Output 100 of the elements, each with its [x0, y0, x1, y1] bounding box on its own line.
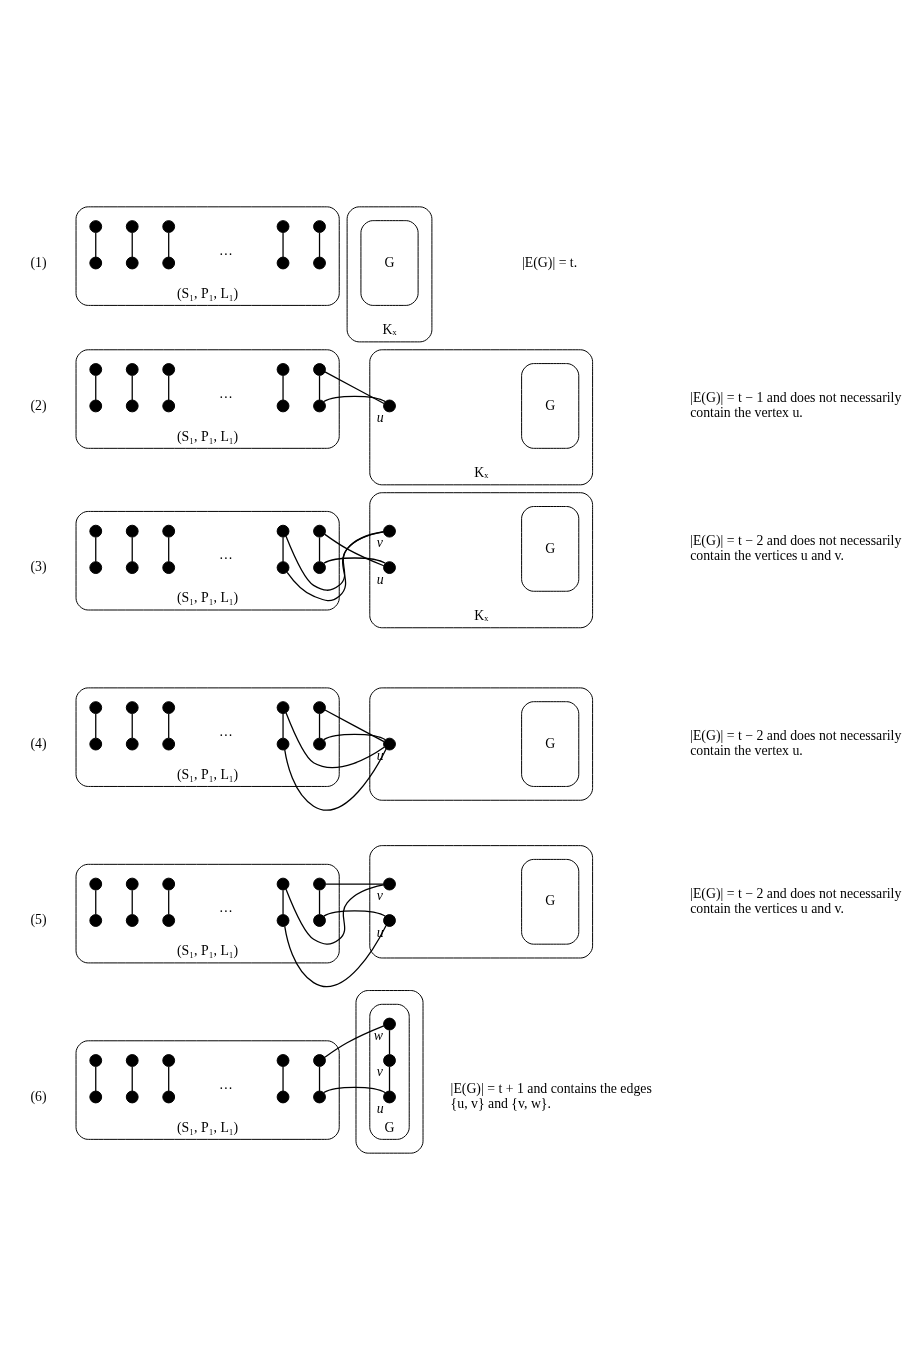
connector — [318, 536, 321, 562]
node-circle — [383, 1090, 396, 1103]
node-circle — [125, 524, 139, 538]
node-circle — [162, 913, 176, 927]
label: … — [218, 899, 233, 915]
connector — [323, 1086, 387, 1093]
node-circle — [276, 219, 290, 233]
connector — [168, 1065, 170, 1092]
node-label: (S₁, P₁, L₁) — [177, 428, 239, 444]
connector — [323, 909, 387, 917]
node-circle — [383, 877, 396, 890]
node-label: u — [376, 924, 384, 939]
node-circle — [276, 362, 290, 376]
node-label: (S₁, P₁, L₁) — [177, 285, 239, 301]
label: (5) — [30, 911, 47, 927]
connector — [95, 712, 97, 739]
node-circle — [313, 1090, 326, 1103]
node-circle — [276, 1090, 290, 1103]
node-circle — [162, 362, 176, 376]
node-circle — [89, 913, 103, 927]
connector — [284, 924, 387, 987]
connector — [131, 712, 133, 739]
node-circle — [313, 362, 326, 376]
connector — [131, 374, 133, 401]
node-circle — [162, 700, 176, 714]
label: … — [218, 723, 233, 739]
connector — [323, 556, 387, 564]
node-circle — [162, 560, 176, 574]
node-circle — [276, 1053, 290, 1067]
cluster — [355, 989, 424, 1154]
node-circle — [125, 399, 139, 412]
node-circle — [313, 560, 326, 574]
node-label: v — [376, 1063, 383, 1079]
connector — [323, 395, 387, 402]
node-circle — [125, 737, 139, 750]
node-box: G — [521, 858, 580, 945]
cluster — [369, 844, 594, 958]
cluster — [75, 686, 340, 787]
label: |E(G)| = t − 2 and does not necessarily contain the vertices u and v. — [690, 885, 902, 916]
node-circle — [276, 256, 290, 269]
node-circle — [383, 1053, 396, 1067]
cluster — [75, 510, 340, 610]
label: |E(G)| = t − 2 and does not necessarily contain the vertices u and v. — [690, 532, 902, 563]
node-circle — [313, 256, 326, 269]
connector — [324, 1024, 385, 1058]
connector — [282, 374, 284, 401]
node-label: (S₁, P₁, L₁) — [177, 589, 239, 605]
cluster — [75, 863, 340, 963]
label: (6) — [30, 1088, 47, 1104]
label: (1) — [30, 254, 47, 270]
node-label: u — [376, 409, 384, 425]
connector — [168, 889, 170, 915]
node-circle — [383, 524, 396, 538]
node-circle — [125, 219, 139, 233]
node-circle — [276, 877, 290, 890]
connector — [284, 747, 387, 811]
node-circle — [276, 737, 290, 750]
connector — [282, 536, 284, 562]
node-circle — [162, 524, 176, 538]
node-circle — [383, 913, 396, 927]
node-circle — [383, 399, 396, 412]
node-circle — [383, 1017, 396, 1030]
node-circle — [125, 256, 139, 269]
connector — [131, 889, 133, 915]
connector — [388, 1029, 391, 1055]
connector — [318, 712, 321, 739]
cluster — [75, 1039, 340, 1140]
connector — [168, 231, 170, 258]
connector — [324, 533, 385, 566]
node-box: G — [521, 700, 580, 787]
node-label: w — [373, 1027, 383, 1043]
connector — [388, 1065, 391, 1092]
connector — [168, 374, 170, 401]
node-circle — [125, 700, 139, 714]
connector — [95, 889, 97, 915]
connector — [95, 374, 97, 401]
node-box: G — [521, 505, 580, 592]
node-circle — [313, 399, 326, 412]
connector — [95, 1065, 97, 1092]
node-circle — [276, 913, 290, 927]
node-label: v — [376, 887, 383, 903]
node-circle — [162, 219, 176, 233]
node-circle — [313, 737, 326, 750]
node-label: (S₁, P₁, L₁) — [177, 766, 239, 782]
node-circle — [125, 362, 139, 376]
node-label: (S₁, P₁, L₁) — [177, 942, 239, 958]
connector — [95, 536, 97, 562]
cluster — [369, 686, 594, 801]
node-circle — [313, 913, 326, 927]
connector — [131, 536, 133, 562]
label: … — [218, 385, 233, 401]
connector — [324, 708, 385, 742]
connector — [282, 1065, 284, 1092]
node-circle — [89, 256, 103, 269]
node-circle — [125, 560, 139, 574]
node-circle — [162, 256, 176, 269]
connector — [318, 374, 321, 401]
node-circle — [89, 524, 103, 538]
node-circle — [313, 219, 326, 233]
connector — [323, 733, 387, 740]
